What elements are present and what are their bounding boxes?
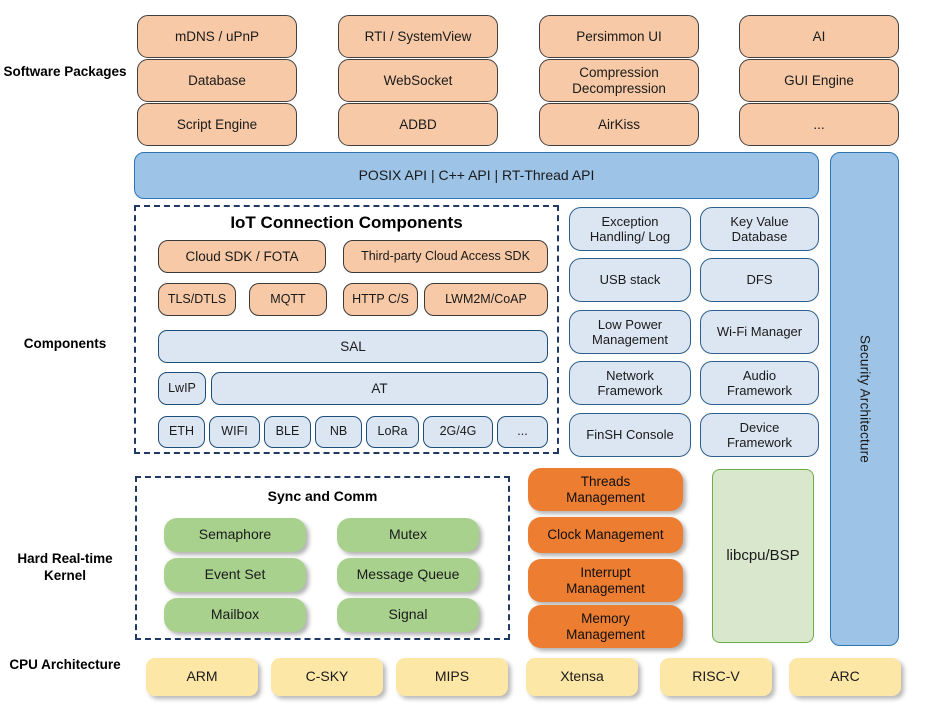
row-label-software-packages: Software Packages	[3, 64, 127, 79]
iot-link-box[interactable]: LoRa	[366, 416, 419, 448]
sync-item-box[interactable]: Message Queue	[337, 558, 479, 592]
iot-cloud-box[interactable]: Cloud SDK / FOTA	[158, 240, 326, 273]
package-box[interactable]: Persimmon UI	[539, 15, 699, 58]
iot-link-box[interactable]: BLE	[264, 416, 311, 448]
sync-item-box[interactable]: Semaphore	[164, 518, 306, 552]
sync-item-box[interactable]: Mailbox	[164, 598, 306, 632]
cpu-architecture-box[interactable]: RISC-V	[660, 658, 772, 696]
api-bar[interactable]: POSIX API | C++ API | RT-Thread API	[134, 152, 819, 199]
package-box[interactable]: Script Engine	[137, 103, 297, 146]
component-box[interactable]: FinSH Console	[569, 413, 691, 457]
cpu-architecture-box[interactable]: C-SKY	[271, 658, 383, 696]
component-box[interactable]: Audio Framework	[700, 361, 819, 405]
component-box[interactable]: Network Framework	[569, 361, 691, 405]
iot-at-box[interactable]: AT	[211, 372, 548, 405]
iot-sal-box[interactable]: SAL	[158, 330, 548, 363]
management-box[interactable]: Threads Management	[528, 468, 683, 511]
iot-link-box[interactable]: NB	[315, 416, 362, 448]
sync-item-box[interactable]: Event Set	[164, 558, 306, 592]
component-box[interactable]: DFS	[700, 258, 819, 302]
package-box[interactable]: ...	[739, 103, 899, 146]
component-box[interactable]: Device Framework	[700, 413, 819, 457]
cpu-architecture-box[interactable]: MIPS	[396, 658, 508, 696]
component-box[interactable]: Exception Handling/ Log	[569, 207, 691, 251]
iot-connection-components-frame	[134, 205, 559, 454]
iot-protocol-box[interactable]: LWM2M/CoAP	[424, 283, 548, 316]
sync-and-comm-frame	[135, 476, 510, 640]
management-box[interactable]: Interrupt Management	[528, 559, 683, 602]
sync-item-box[interactable]: Signal	[337, 598, 479, 632]
component-box[interactable]: Low Power Management	[569, 310, 691, 354]
iot-protocol-box[interactable]: HTTP C/S	[343, 283, 418, 316]
component-box[interactable]: USB stack	[569, 258, 691, 302]
row-label-kernel: Hard Real-time Kernel	[17, 551, 113, 583]
cpu-architecture-box[interactable]: Xtensa	[526, 658, 638, 696]
cpu-architecture-box[interactable]: ARC	[789, 658, 901, 696]
row-label-cpu-architecture: CPU Architecture	[9, 657, 121, 672]
package-box[interactable]: AirKiss	[539, 103, 699, 146]
cpu-architecture-box[interactable]: ARM	[146, 658, 258, 696]
iot-link-box[interactable]: WIFI	[209, 416, 260, 448]
package-box[interactable]: ADBD	[338, 103, 498, 146]
package-box[interactable]: WebSocket	[338, 59, 498, 102]
component-box[interactable]: Wi-Fi Manager	[700, 310, 819, 354]
package-box[interactable]: RTI / SystemView	[338, 15, 498, 58]
iot-connection-components-title: IoT Connection Components	[230, 213, 463, 232]
package-box[interactable]: mDNS / uPnP	[137, 15, 297, 58]
iot-lwip-box[interactable]: LwIP	[158, 372, 206, 405]
iot-cloud-box[interactable]: Third-party Cloud Access SDK	[343, 240, 548, 273]
sync-and-comm-title: Sync and Comm	[267, 488, 378, 504]
iot-link-box[interactable]: ...	[497, 416, 548, 448]
package-box[interactable]: GUI Engine	[739, 59, 899, 102]
security-architecture-bar[interactable]: Security Architecture	[830, 152, 899, 646]
package-box[interactable]: Database	[137, 59, 297, 102]
management-box[interactable]: Memory Management	[528, 605, 683, 648]
component-box[interactable]: Key Value Database	[700, 207, 819, 251]
row-label-components: Components	[23, 336, 107, 351]
management-box[interactable]: Clock Management	[528, 517, 683, 553]
iot-protocol-box[interactable]: MQTT	[249, 283, 327, 316]
security-architecture-label: Security Architecture	[857, 334, 873, 463]
iot-link-box[interactable]: ETH	[158, 416, 205, 448]
sync-item-box[interactable]: Mutex	[337, 518, 479, 552]
package-box[interactable]: Compression Decompression	[539, 59, 699, 102]
iot-protocol-box[interactable]: TLS/DTLS	[158, 283, 236, 316]
package-box[interactable]: AI	[739, 15, 899, 58]
libcpu-bsp-box[interactable]: libcpu/BSP	[712, 469, 814, 643]
iot-link-box[interactable]: 2G/4G	[423, 416, 493, 448]
